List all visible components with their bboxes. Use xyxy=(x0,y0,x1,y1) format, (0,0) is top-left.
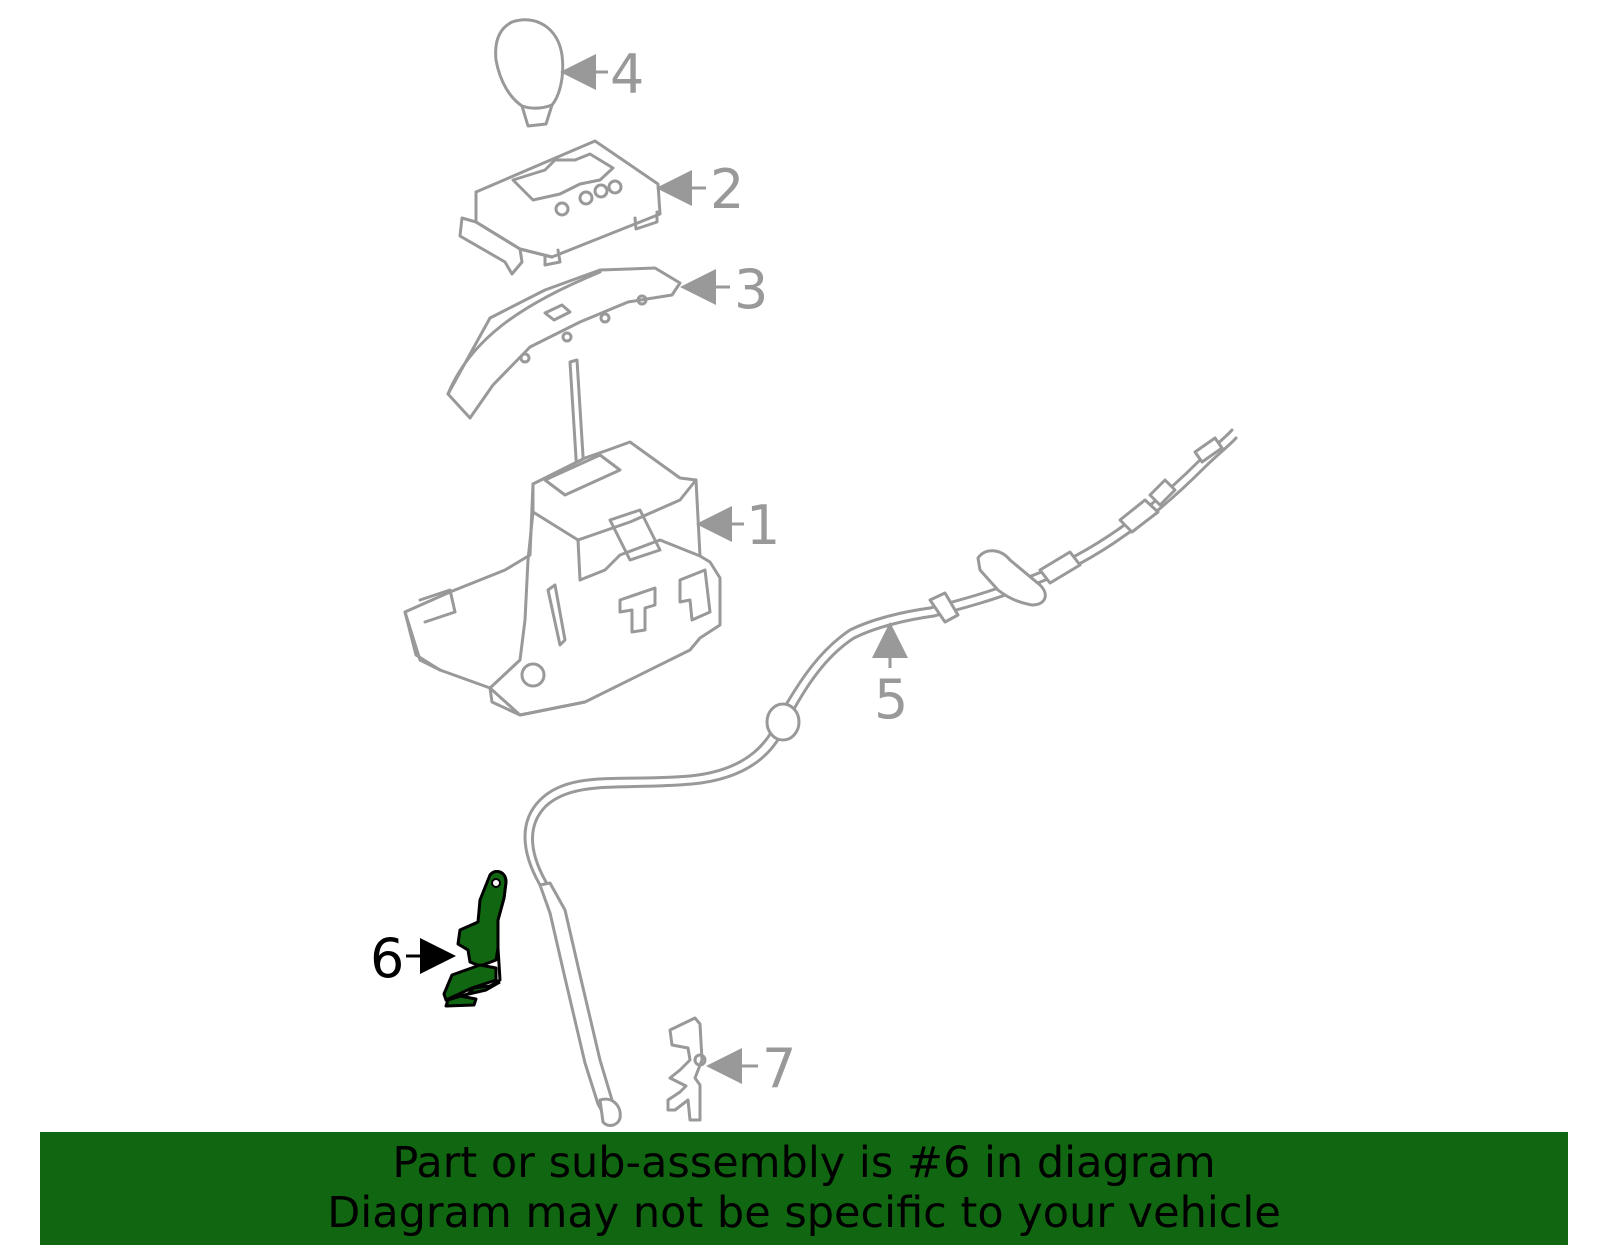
shifter-assembly-part[interactable] xyxy=(403,358,722,717)
callout-number-7[interactable]: 7 xyxy=(762,1037,796,1100)
trim-bezel-part[interactable] xyxy=(446,266,682,420)
shift-cable-part[interactable] xyxy=(523,428,1238,1127)
clip-bracket-part[interactable] xyxy=(666,1016,707,1122)
callout-number-5[interactable]: 5 xyxy=(874,668,908,731)
callout-number-4[interactable]: 4 xyxy=(610,43,644,106)
shift-knob-part[interactable] xyxy=(494,18,565,128)
indicator-panel-part[interactable] xyxy=(458,139,662,276)
callout-number-1[interactable]: 1 xyxy=(746,494,780,557)
callout-number-2[interactable]: 2 xyxy=(710,158,744,221)
info-banner: Part or sub-assembly is #6 in diagram Di… xyxy=(40,1132,1568,1245)
cable-bracket-part[interactable] xyxy=(442,870,508,1008)
banner-line-2: Diagram may not be specific to your vehi… xyxy=(327,1188,1281,1238)
callout-number-6[interactable]: 6 xyxy=(370,927,404,990)
callout-number-3[interactable]: 3 xyxy=(734,258,768,321)
banner-line-1: Part or sub-assembly is #6 in diagram xyxy=(392,1138,1216,1188)
